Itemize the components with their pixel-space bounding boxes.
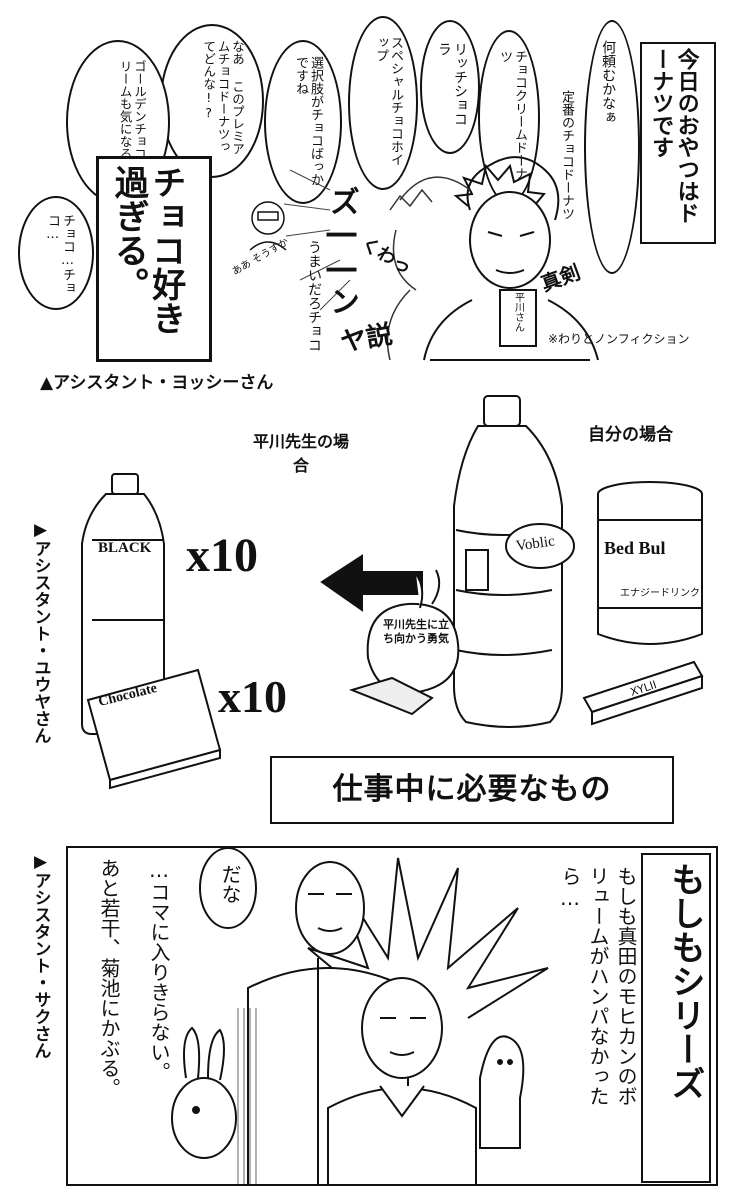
panel2-drawing	[81, 395, 704, 790]
narration-kikuchi: あと若干、菊池にかぶる。	[97, 858, 121, 1098]
side-characters	[249, 201, 287, 251]
label-hirakawa: 平川先生の場合	[246, 428, 356, 476]
sfx-zun: ズ――ン	[324, 186, 359, 316]
black-coffee-bottle	[81, 473, 165, 735]
sfx-umai: うまいだろチョコ	[306, 240, 322, 352]
title-box: 今日のおやつはドーナツです	[640, 42, 716, 244]
panel3-drawing	[171, 848, 711, 1184]
choco-lover-text: チョコ好き過ぎる。	[108, 165, 186, 335]
dana-text: だな	[218, 864, 242, 904]
series-title: もしもシリーズ	[665, 862, 705, 1100]
bubble-premium	[160, 24, 264, 178]
dana-bubble	[199, 848, 257, 929]
bubble-rich-chocolat-text: リッチショコラ	[435, 42, 468, 126]
hirakawa-figure	[423, 156, 599, 361]
hatch-lines	[237, 1008, 257, 1184]
bubble-premium-text: なあ このプレミアムチョコドーナツってどんな!?	[201, 40, 245, 155]
panel3-frame: もしもシリーズ もしも真田のモヒカンのボリュームがハンパなかったら… だな …コ…	[66, 846, 718, 1186]
bubble-choco-cream-text: チョコクリームドーナツ	[497, 50, 527, 180]
work-needs-box: 仕事中に必要なもの	[270, 756, 674, 824]
energy-can	[597, 481, 703, 645]
choco-lover-box: チョコ好き過ぎる。	[96, 156, 212, 362]
water-bottle	[453, 395, 575, 728]
mohican-line: もしも真田のモヒカンのボリュームがハンパなかったら…	[558, 866, 638, 1106]
can-sub: エナジードリンク	[620, 588, 700, 599]
nonfiction-note: ※わりとノンフィクション	[548, 332, 690, 346]
bubble-what-to-order	[584, 20, 640, 274]
assistant-figure	[386, 176, 471, 361]
speed-lines	[283, 169, 351, 311]
bubble-choco-choco	[18, 196, 94, 310]
name-tag: 平川さん	[512, 292, 524, 332]
times-black: x10	[186, 529, 258, 582]
bubble-standard-text: 定番のチョコドーナツ	[558, 90, 574, 220]
bubble-special-whip-text: スペシャルチョコホイップ	[373, 36, 403, 166]
sanada-figure	[327, 977, 477, 1184]
bubble-what-to-order-text: 何頼むかなぁ	[600, 40, 617, 124]
bubble-special-whip	[348, 16, 418, 190]
ghost-figure	[479, 1035, 525, 1149]
times-choco: x10	[218, 671, 287, 722]
panel1-drawing	[249, 156, 599, 361]
title-text: 今日のおやつはドーナツです	[648, 48, 699, 224]
label-hirakawa-text: 平川先生の場合	[252, 432, 349, 475]
bubble-golden-text: ゴールデンチョコクリームも気になる	[117, 60, 147, 173]
label-self: 自分の場合	[588, 425, 673, 445]
rabbit-figure	[171, 1026, 237, 1159]
gum-pack	[582, 660, 704, 726]
courage-text: 平川先生に立ち向かう勇気	[383, 618, 449, 646]
work-needs-text: 仕事中に必要なもの	[332, 772, 612, 807]
black-label: BLACK	[98, 540, 152, 556]
courage-blob	[348, 569, 460, 716]
credit-yuuya: ▶アシスタント・ユウヤさん	[30, 520, 51, 744]
chocolate-box	[86, 668, 222, 790]
credit-yossy: ▲アシスタント・ヨッシーさん	[40, 373, 274, 393]
left-arrow	[320, 554, 423, 612]
series-title-box	[641, 853, 711, 1183]
bubble-rich-chocolat	[420, 20, 480, 154]
narration-frame: …コマに入りきらない。	[147, 858, 171, 1082]
bubble-all-choco-text: 選択肢がチョコばっかですね	[293, 56, 323, 186]
bubble-choco-choco-text: チョコ…チョコ…	[45, 214, 75, 294]
can-label: Bed Bul	[604, 538, 666, 558]
credit-saku: ▶アシスタント・サクさん	[30, 852, 51, 1059]
